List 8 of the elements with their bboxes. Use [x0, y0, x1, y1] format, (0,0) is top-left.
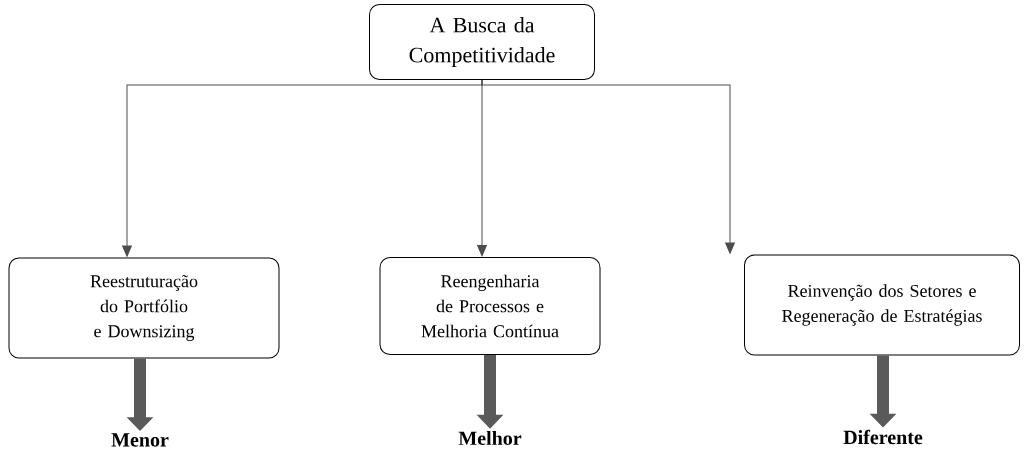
arrow: [481, 79, 735, 254]
result-label: Menor: [111, 433, 169, 447]
process-box: Reestruturação do Portfólio e Downsizing: [8, 257, 280, 359]
result-label: Melhor: [458, 430, 522, 446]
title-box: A Busca da Competitividade: [369, 4, 595, 80]
result-label: Diferente: [843, 429, 923, 445]
process-box: Reinvenção dos Setores e Regeneração de Estratégias: [744, 254, 1020, 356]
process-box: Reengenharia de Processos e Melhoria Contínua: [379, 257, 601, 355]
